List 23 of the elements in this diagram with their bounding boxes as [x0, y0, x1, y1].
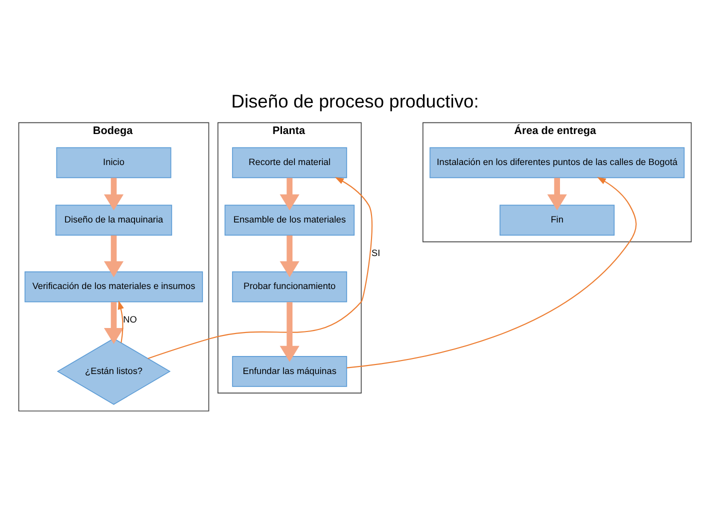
arrow: [280, 302, 300, 362]
arrow: [148, 176, 372, 358]
node-box: Enfundar las máquinas: [232, 356, 348, 386]
arrow: [104, 234, 124, 277]
edge-label: NO: [123, 314, 137, 324]
arrow: [104, 302, 124, 344]
node-box: Probar funcionamiento: [232, 270, 348, 302]
node-diamond: ¿Están listos?: [56, 338, 171, 404]
node-box: Recorte del material: [232, 146, 348, 178]
diagram-title: Diseño de proceso productivo:: [231, 90, 479, 111]
arrow: [547, 177, 567, 210]
arrow: [280, 177, 300, 210]
node-box: Instalación en los diferentes puntos de las calles de Bogotá: [430, 146, 685, 178]
node-box: Ensamble de los materiales: [224, 204, 355, 236]
arrow: [280, 234, 300, 277]
edge-label: SI: [372, 247, 380, 258]
node-box: Verificación de los materiales e insumos: [24, 270, 203, 302]
node-box: Inicio: [56, 146, 172, 178]
arrow: [104, 177, 124, 210]
arrow: [118, 300, 124, 342]
arrow: [346, 176, 637, 368]
node-box: Diseño de la maquinaria: [55, 204, 172, 236]
node-box: Fin: [500, 204, 615, 236]
